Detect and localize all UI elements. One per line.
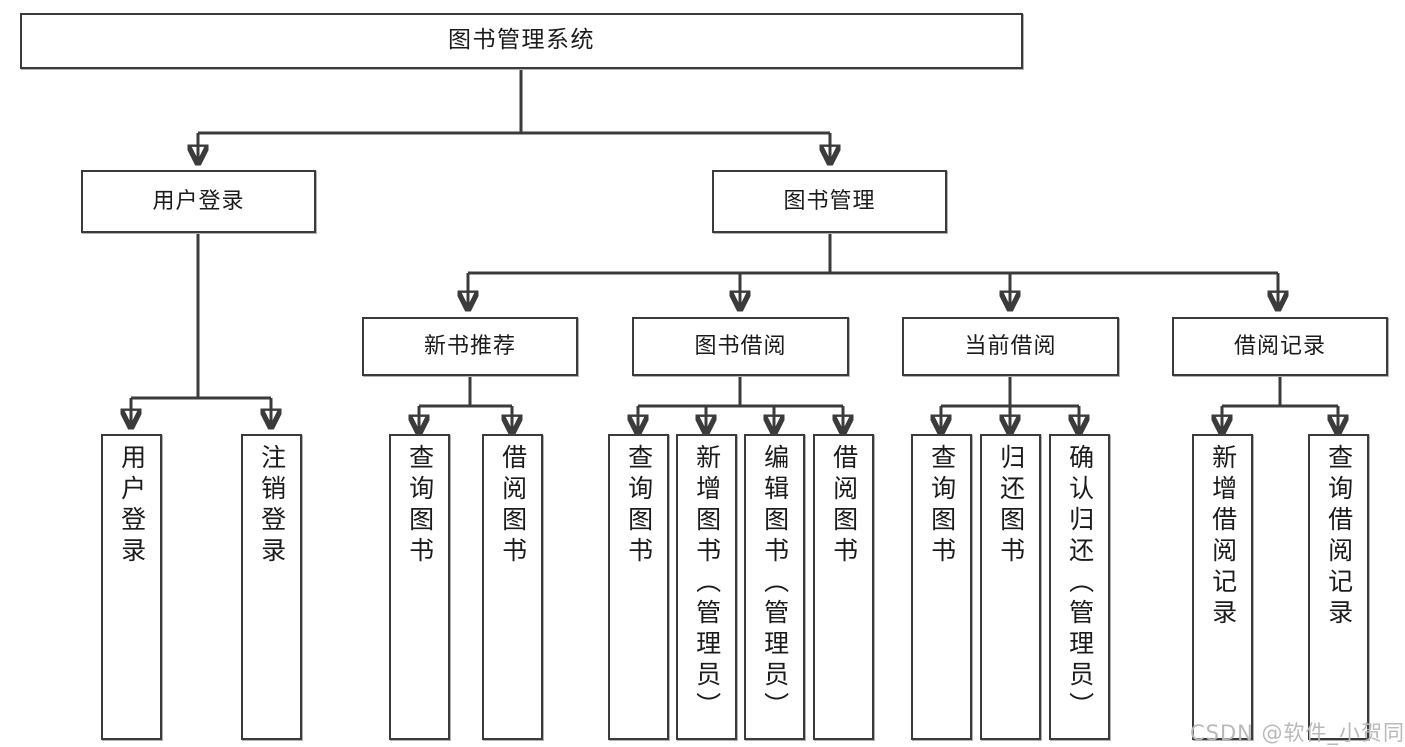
node-current-borrow-label: 当前借阅	[964, 333, 1057, 359]
node-borrow-record-label: 借阅记录	[1233, 333, 1326, 359]
node-root-label: 图书管理系统	[448, 27, 595, 54]
leaf-borrow-book-newbook[interactable]: 借阅图书	[482, 434, 543, 740]
node-book-borrow[interactable]: 图书借阅	[632, 317, 849, 376]
node-book-management-label: 图书管理	[783, 188, 876, 214]
leaf-query-book-borrow-label: 查询图书	[624, 444, 654, 568]
leaf-borrow-book-newbook-label: 借阅图书	[498, 444, 528, 568]
leaf-borrow-book[interactable]: 借阅图书	[813, 434, 874, 740]
leaf-query-borrow-record-label: 查询借阅记录	[1324, 444, 1354, 630]
leaf-query-book-borrow[interactable]: 查询图书	[608, 434, 669, 740]
leaf-add-borrow-record-label: 新增借阅记录	[1208, 444, 1238, 630]
leaf-query-book-newbook-label: 查询图书	[405, 444, 435, 568]
node-current-borrow[interactable]: 当前借阅	[902, 317, 1119, 376]
leaf-query-book-current-label: 查询图书	[927, 444, 957, 568]
leaf-logout-label: 注销登录	[257, 444, 287, 568]
node-new-book-recommend[interactable]: 新书推荐	[362, 317, 578, 376]
leaf-add-book-admin-label: 新增图书（管理员）	[692, 444, 722, 723]
leaf-edit-book-admin-label: 编辑图书（管理员）	[760, 444, 790, 723]
node-user-login-label: 用户登录	[152, 188, 245, 214]
node-borrow-record[interactable]: 借阅记录	[1172, 317, 1388, 376]
leaf-return-book[interactable]: 归还图书	[980, 434, 1041, 740]
leaf-borrow-book-label: 借阅图书	[829, 444, 859, 568]
leaf-add-borrow-record[interactable]: 新增借阅记录	[1192, 434, 1253, 740]
node-book-borrow-label: 图书借阅	[694, 333, 787, 359]
node-root[interactable]: 图书管理系统	[20, 13, 1023, 69]
leaf-query-borrow-record[interactable]: 查询借阅记录	[1308, 434, 1369, 740]
leaf-query-book-current[interactable]: 查询图书	[911, 434, 972, 740]
node-new-book-recommend-label: 新书推荐	[423, 333, 516, 359]
leaf-confirm-return-admin[interactable]: 确认归还（管理员）	[1049, 434, 1110, 740]
node-user-login[interactable]: 用户登录	[81, 170, 316, 233]
leaf-return-book-label: 归还图书	[996, 444, 1026, 568]
leaf-query-book-newbook[interactable]: 查询图书	[389, 434, 450, 740]
leaf-user-login[interactable]: 用户登录	[101, 434, 162, 740]
node-book-management[interactable]: 图书管理	[712, 170, 947, 233]
leaf-logout[interactable]: 注销登录	[241, 434, 302, 740]
leaf-confirm-return-admin-label: 确认归还（管理员）	[1065, 444, 1095, 723]
leaf-add-book-admin[interactable]: 新增图书（管理员）	[676, 434, 737, 740]
leaf-user-login-label: 用户登录	[117, 444, 147, 568]
leaf-edit-book-admin[interactable]: 编辑图书（管理员）	[744, 434, 805, 740]
